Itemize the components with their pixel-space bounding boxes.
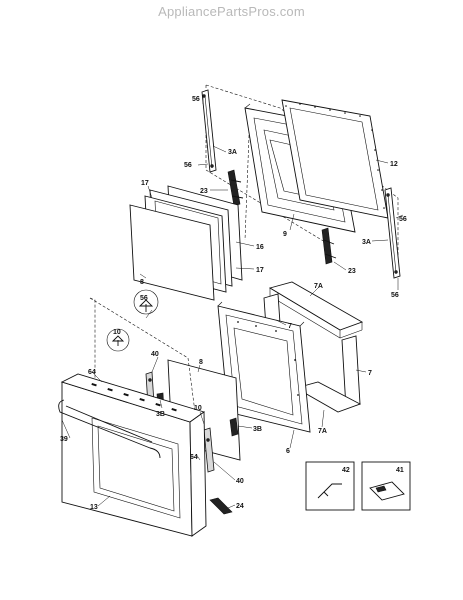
callout-6: 6	[286, 448, 290, 455]
callout-41: 41	[396, 467, 404, 474]
callout-7-left: 7	[288, 323, 292, 330]
door-handle	[58, 399, 161, 459]
inset-box-42	[305, 461, 355, 511]
callout-64-lower: 64	[190, 454, 198, 461]
callout-9: 9	[283, 231, 287, 238]
callout-42: 42	[342, 467, 350, 474]
callout-56-left: 56	[184, 162, 192, 169]
hinge-channel-right	[384, 187, 401, 279]
callout-64-upper: 64	[88, 369, 96, 376]
door-bracket-lower	[203, 427, 215, 473]
callout-10-lower: 10	[194, 405, 202, 412]
callout-3A-right: 3A	[362, 239, 371, 246]
callout-56-detail: 56	[140, 295, 148, 302]
hinge-left	[227, 169, 244, 207]
callout-56-right: 56	[399, 216, 407, 223]
hinge-right	[321, 227, 337, 265]
callout-7A-top: 7A	[314, 283, 323, 290]
callout-8-lower: 8	[199, 359, 203, 366]
callout-10-detail: 10	[113, 329, 121, 336]
callout-17-bottom: 17	[256, 267, 264, 274]
callout-12: 12	[390, 161, 398, 168]
hinge-channel-left	[201, 89, 217, 173]
callout-3B-right: 3B	[253, 426, 262, 433]
callout-7A-bottom: 7A	[318, 428, 327, 435]
callout-56-top-left: 56	[192, 96, 200, 103]
callout-8-upper: 8	[140, 279, 144, 286]
callout-24: 24	[236, 503, 244, 510]
callout-labels: 56 3A 12 56 23 9 56 3A 23 56 17 16 17 8 …	[60, 96, 407, 511]
bracket-clip-lower	[229, 417, 239, 437]
callout-13: 13	[90, 504, 98, 511]
callout-17-top: 17	[141, 180, 149, 187]
screw-detail-circle-top	[133, 289, 159, 315]
callout-3B-left: 3B	[156, 411, 165, 418]
callout-7-right: 7	[368, 370, 372, 377]
inset-box-41	[361, 461, 411, 511]
watermark: AppliancePartsPros.com	[158, 4, 305, 19]
screw-detail-circle	[106, 328, 130, 352]
callout-16: 16	[256, 244, 264, 251]
callout-39: 39	[60, 436, 68, 443]
outer-door-panel	[60, 373, 207, 537]
insulation-blanket-bottom	[294, 381, 362, 413]
window-glass-assembly	[129, 185, 243, 301]
callout-23-right: 23	[348, 268, 356, 275]
callout-leader-lines	[61, 96, 404, 509]
door-bottom-trim	[209, 497, 233, 515]
insulation-blanket-top	[268, 281, 364, 339]
callout-56-bottom-right: 56	[391, 292, 399, 299]
callout-23-left: 23	[200, 188, 208, 195]
callout-3A-left: 3A	[228, 149, 237, 156]
callout-40-upper: 40	[151, 351, 159, 358]
callout-40-lower: 40	[236, 478, 244, 485]
